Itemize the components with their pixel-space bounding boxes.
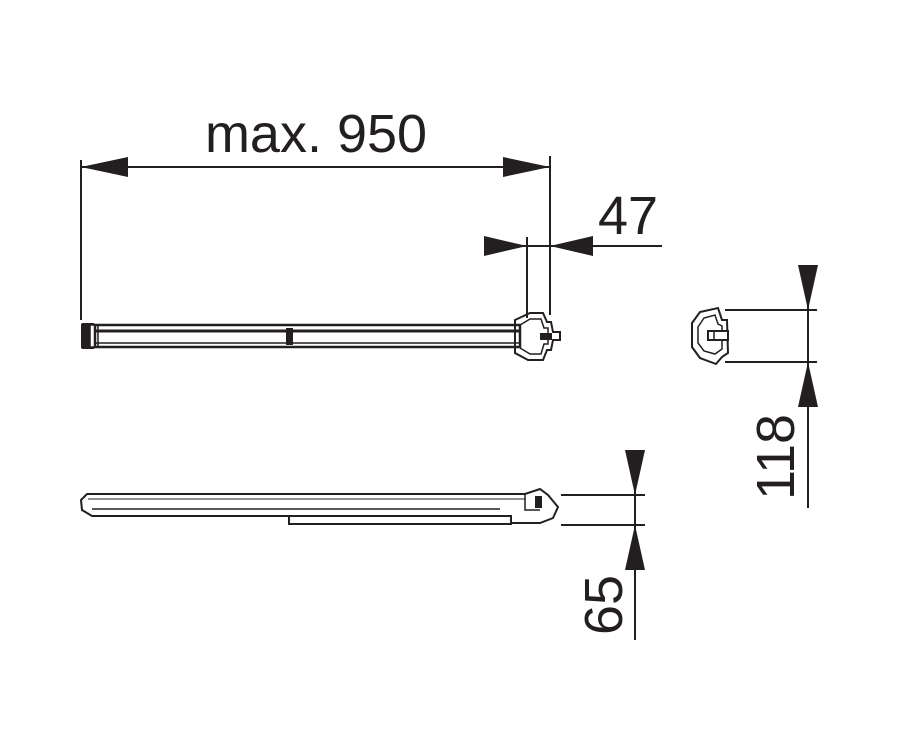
dimension-height-side xyxy=(725,265,818,508)
push-bar-front-view xyxy=(79,487,560,525)
dimension-offset xyxy=(484,236,662,318)
dimension-height-front-label: 65 xyxy=(574,575,634,635)
push-bar-top-view xyxy=(81,312,561,361)
dimension-height-front xyxy=(561,450,645,640)
dimension-length xyxy=(80,156,551,320)
dimension-height-side-label: 118 xyxy=(746,414,806,500)
dimension-length-label: max. 950 xyxy=(205,104,427,164)
housing-side-view xyxy=(691,306,730,366)
dimension-offset-label: 47 xyxy=(598,186,658,246)
